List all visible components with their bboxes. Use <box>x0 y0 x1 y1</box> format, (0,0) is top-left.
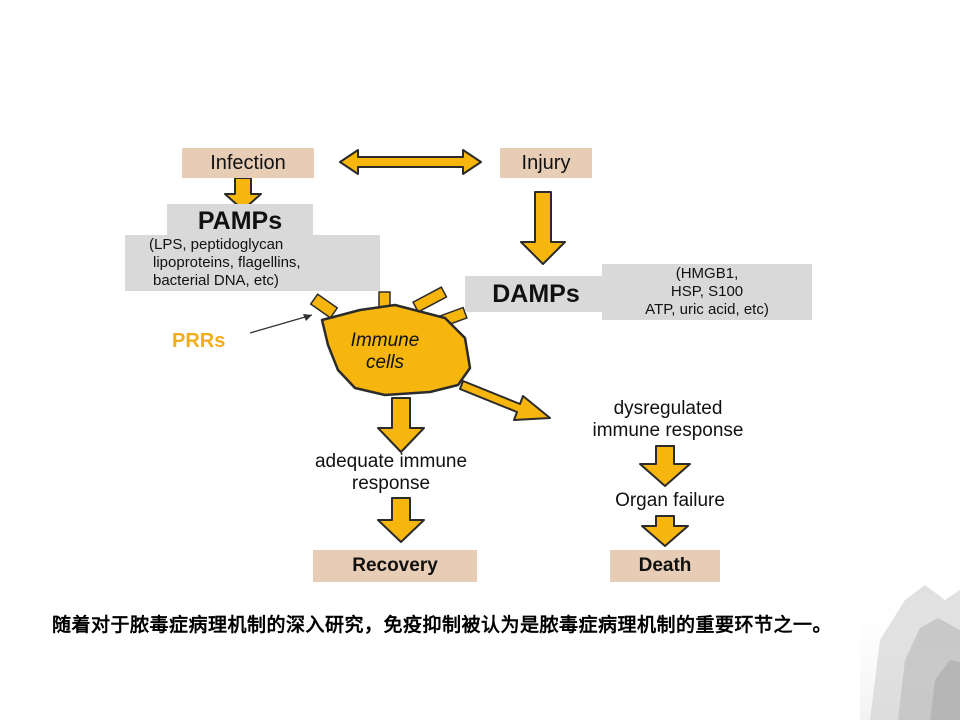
adequate-line: response <box>351 473 431 494</box>
recovery-box: Recovery <box>313 550 477 582</box>
prr-receptor <box>309 293 339 319</box>
damps-detail-line: ATP, uric acid, etc) <box>645 301 769 318</box>
dysregulated-line: immune response <box>592 420 744 441</box>
caption-text: 随着对于脓毒症病理机制的深入研究，免疫抑制被认为是脓毒症病理机制的重要环节之一。 <box>52 614 833 636</box>
organ-failure-label: Organ failure <box>615 490 725 511</box>
arrow-dysregulated-to-organ-failure <box>639 445 691 487</box>
arrow-injury-to-damps <box>520 191 566 265</box>
infection-label: Infection <box>210 151 286 174</box>
double-arrow-infection-injury <box>339 149 482 175</box>
pamps-details-box: (LPS, peptidoglycan lipoproteins, flagel… <box>125 235 380 291</box>
pamps-detail-line: (LPS, peptidoglycan <box>149 236 284 253</box>
damps-details-box: (HMGB1, HSP, S100 ATP, uric acid, etc) <box>602 264 812 320</box>
pamps-title: PAMPs <box>197 206 283 235</box>
immune-cells-line: Immune <box>350 330 420 351</box>
pamps-title-box: PAMPs <box>167 204 313 238</box>
immune-cells-line: cells <box>365 352 404 373</box>
immune-cells-label: Immune cells <box>330 330 440 374</box>
prrs-label: PRRs <box>172 330 226 352</box>
infection-box: Infection <box>182 148 314 178</box>
death-box: Death <box>610 550 720 582</box>
pamps-detail-line: bacterial DNA, etc) <box>153 272 279 289</box>
dysregulated-response-label: dysregulated immune response <box>548 398 788 442</box>
immune-cell-shape <box>320 303 472 397</box>
injury-label: Injury <box>521 151 571 174</box>
death-label: Death <box>638 555 692 576</box>
dysregulated-line: dysregulated <box>613 398 723 419</box>
arrow-organ-failure-to-death <box>641 515 689 547</box>
arrow-infection-to-pamps <box>224 177 262 211</box>
pamps-detail-line: lipoproteins, flagellins, <box>153 254 301 271</box>
damps-detail-line: HSP, S100 <box>670 283 744 300</box>
recovery-label: Recovery <box>352 555 438 576</box>
arrow-adequate-to-recovery <box>377 497 425 543</box>
damps-title: DAMPs <box>492 279 580 308</box>
adequate-response-label: adequate immune response <box>268 451 514 495</box>
damps-title-box: DAMPs <box>465 276 607 312</box>
adequate-line: adequate immune <box>314 451 468 472</box>
arrow-cells-to-dysregulated <box>459 380 551 421</box>
prrs-pointer <box>249 314 313 334</box>
prr-receptor <box>412 286 448 313</box>
injury-box: Injury <box>500 148 592 178</box>
arrow-cells-to-adequate <box>377 397 425 453</box>
damps-detail-line: (HMGB1, <box>675 265 739 282</box>
